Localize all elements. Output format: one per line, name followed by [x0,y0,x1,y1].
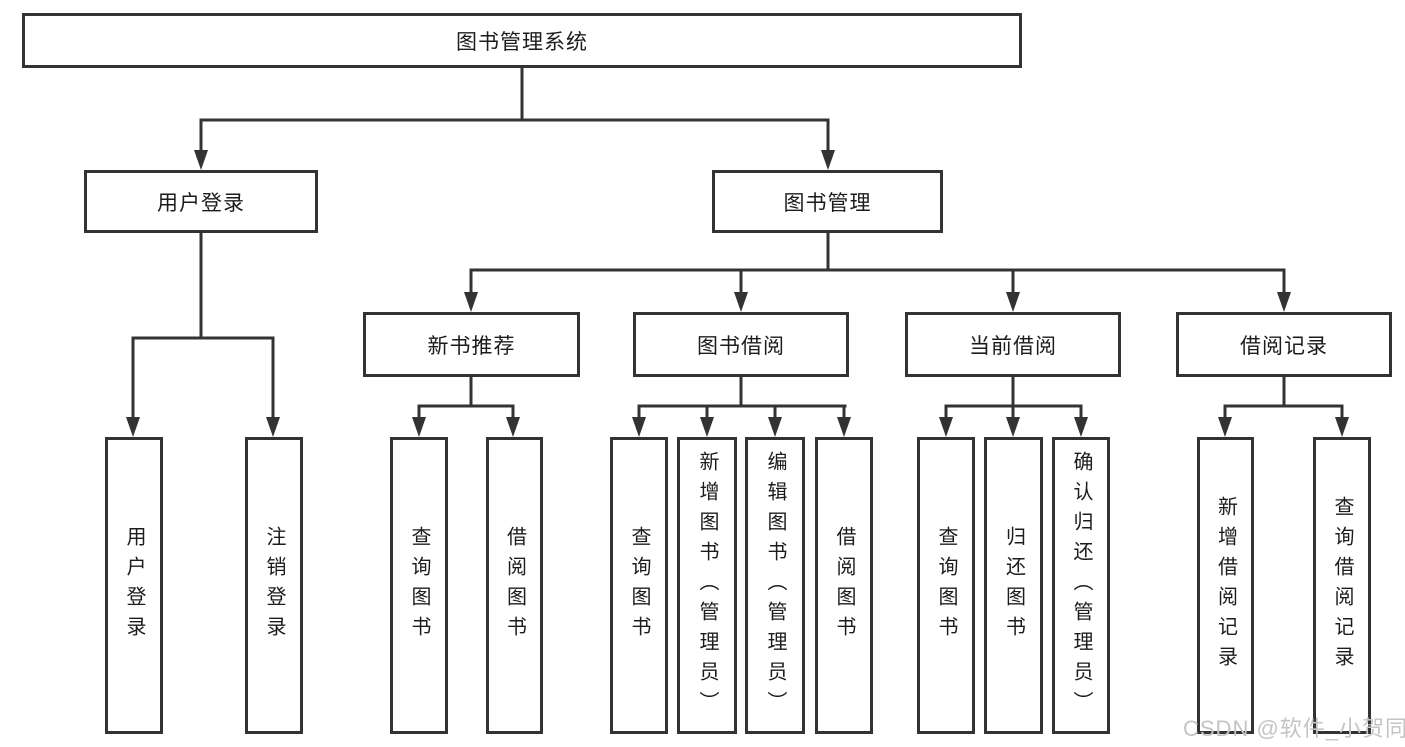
node-leaf-edit-book-admin: 编辑图书（管理员） [745,437,805,734]
node-new-book-recommendation: 新书推荐 [363,312,580,377]
arrowhead-group [126,150,1349,437]
node-label: 图书管理系统 [456,30,588,54]
node-label: 当前借阅 [969,334,1057,358]
node-label: 新增借阅记录 [1214,495,1237,676]
node-leaf-user-login: 用户登录 [105,437,163,734]
node-leaf-query-borrow-record: 查询借阅记录 [1313,437,1371,734]
node-leaf-confirm-return-admin: 确认归还（管理员） [1052,437,1110,734]
node-leaf-logout: 注销登录 [245,437,303,734]
node-label: 查询图书 [408,525,430,646]
node-book-management: 图书管理 [712,170,943,233]
node-leaf-add-book-admin: 新增图书（管理员） [677,437,737,734]
node-library-management-system: 图书管理系统 [22,13,1022,68]
node-leaf-query-books-3: 查询图书 [917,437,975,734]
node-label: 归还图书 [1002,525,1025,646]
node-label: 借阅图书 [503,525,526,646]
node-label: 图书管理 [783,191,872,215]
node-label: 注销登录 [263,525,285,646]
node-leaf-borrow-books-1: 借阅图书 [486,437,543,734]
node-user-login: 用户登录 [84,170,318,233]
node-label: 新增图书（管理员） [696,450,718,721]
node-label: 借阅图书 [833,525,855,646]
node-leaf-query-books-2: 查询图书 [610,437,668,734]
csdn-watermark: CSDN @软件_小贺同学 [1183,716,1405,741]
node-borrowing-records: 借阅记录 [1176,312,1392,377]
node-label: 图书借阅 [697,334,785,358]
node-label: 查询图书 [935,525,957,646]
node-label: 编辑图书（管理员） [764,450,786,721]
node-label: 查询图书 [628,525,650,646]
node-label: 用户登录 [157,191,245,215]
node-book-borrowing: 图书借阅 [633,312,849,377]
node-label: 确认归还（管理员） [1070,450,1092,721]
node-label: 新书推荐 [427,334,516,358]
node-label: 查询借阅记录 [1331,495,1353,676]
node-current-borrowing: 当前借阅 [905,312,1121,377]
node-leaf-query-books-1: 查询图书 [390,437,448,734]
node-leaf-add-borrow-record: 新增借阅记录 [1197,437,1254,734]
node-leaf-return-books: 归还图书 [984,437,1043,734]
node-label: 用户登录 [123,525,145,646]
node-leaf-borrow-books-2: 借阅图书 [815,437,873,734]
node-label: 借阅记录 [1240,334,1328,358]
